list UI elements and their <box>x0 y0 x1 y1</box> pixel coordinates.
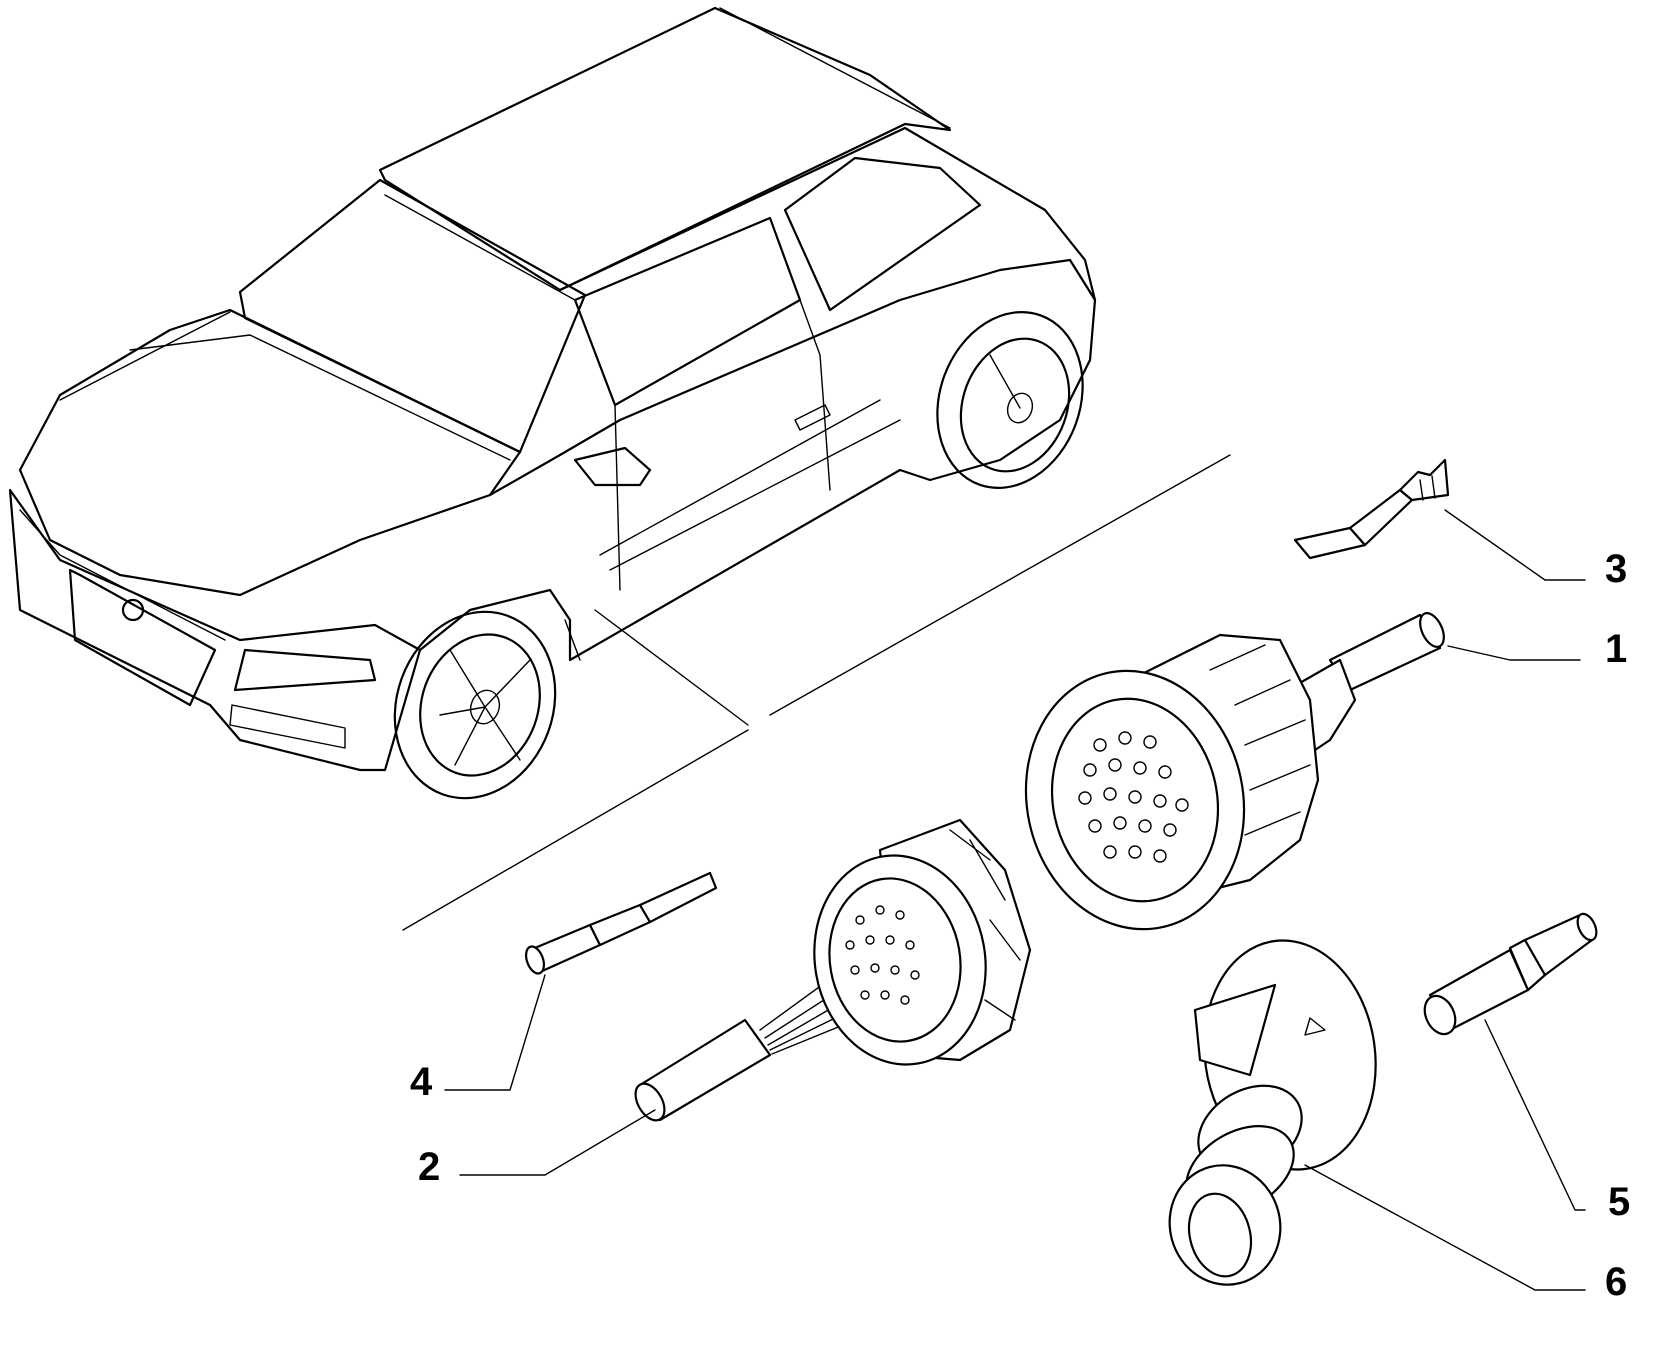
callout-label-3: 3 <box>1605 547 1627 591</box>
callout-4: 4 <box>410 974 546 1104</box>
callout-2: 2 <box>418 1109 656 1189</box>
round-connector-female-icon <box>1024 612 1445 931</box>
blanking-plug-icon <box>1423 912 1598 1036</box>
female-terminal-icon <box>1293 458 1450 560</box>
car-outline-icon <box>8 6 1097 800</box>
callout-label-1: 1 <box>1605 627 1627 671</box>
callout-5: 5 <box>1484 1019 1630 1224</box>
callout-1: 1 <box>1447 627 1627 671</box>
male-terminal-icon <box>524 871 718 975</box>
callout-label-4: 4 <box>410 1060 433 1104</box>
front-wheel-icon <box>393 610 557 800</box>
callout-label-2: 2 <box>418 1145 440 1189</box>
callout-label-6: 6 <box>1605 1260 1627 1304</box>
callout-6: 6 <box>1304 1164 1627 1304</box>
round-connector-male-icon <box>634 818 1032 1122</box>
reference-lines <box>402 454 1231 931</box>
callout-label-5: 5 <box>1608 1180 1630 1224</box>
rubber-grommet-icon <box>1168 939 1377 1286</box>
rear-wheel-icon <box>936 311 1084 489</box>
callout-3: 3 <box>1444 509 1627 591</box>
